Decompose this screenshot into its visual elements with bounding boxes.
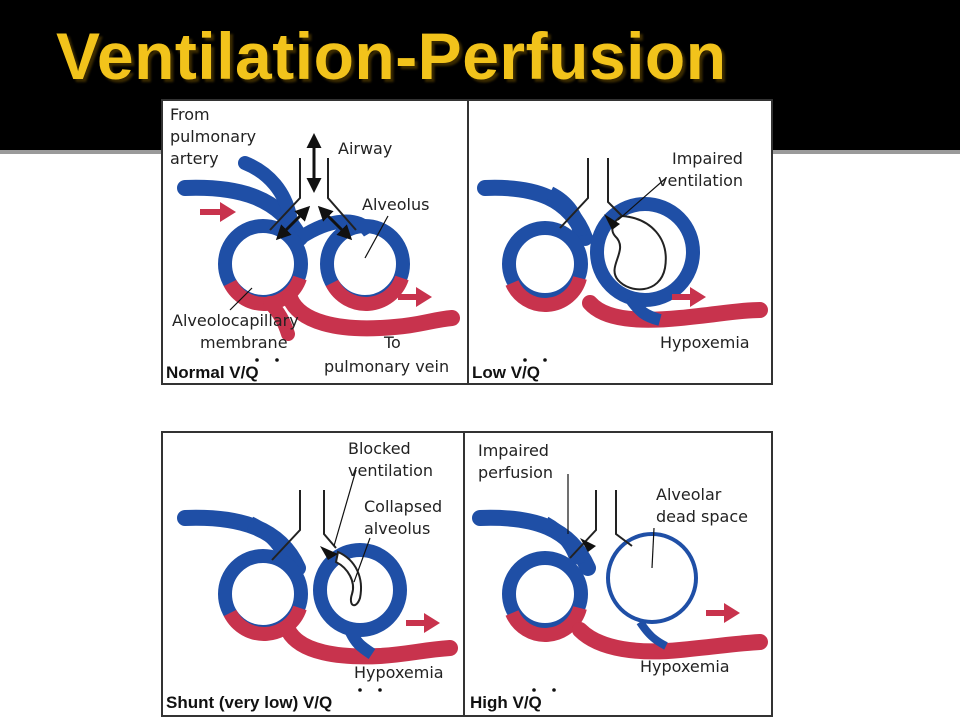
q-dot [552, 688, 556, 692]
deoxygenated-return [625, 294, 662, 326]
label-alveolus: Alveolus [362, 195, 429, 214]
capillary-oxygenated-left [223, 605, 307, 641]
label-dead-2: dead space [656, 507, 748, 526]
airway-walls [559, 158, 623, 229]
v-dot [532, 688, 536, 692]
obstruction-icon [604, 214, 620, 230]
label-collapsed-2: alveolus [364, 519, 430, 538]
vq-diagram: From pulmonary artery Airway Alveolus Al… [161, 99, 773, 717]
capillary-ring-right [590, 197, 700, 307]
label-impaired-2: ventilation [658, 171, 743, 190]
capillary-oxygenated-right [325, 275, 409, 311]
vq-figure: From pulmonary artery Airway Alveolus Al… [160, 98, 780, 720]
blockage-icon [320, 546, 338, 560]
label-hypoxemia: Hypoxemia [354, 663, 444, 682]
label-hypoxemia: Hypoxemia [640, 657, 730, 676]
impaired-leader [617, 177, 667, 221]
q-dot [543, 358, 547, 362]
panel-low: Impaired ventilation Hypoxemia Low V/Q [472, 149, 768, 382]
label-airway: Airway [338, 139, 392, 158]
q-dot [275, 358, 279, 362]
label-perfusion-2: perfusion [478, 463, 553, 482]
label-dead-1: Alveolar [656, 485, 722, 504]
label-from-artery-2: pulmonary [170, 127, 256, 146]
label-perfusion-1: Impaired [478, 441, 549, 460]
caption-high: High V/Q [470, 693, 542, 712]
outflow-arrow [406, 613, 440, 633]
caption-normal: Normal V/Q [166, 363, 259, 382]
caption-shunt: Shunt (very low) V/Q [166, 693, 332, 712]
membrane-leader [229, 287, 253, 311]
airflow-arrow-left [275, 205, 311, 241]
outflow-arrow [672, 287, 706, 307]
label-from-artery-1: From [170, 105, 210, 124]
label-blocked-2: ventilation [348, 461, 433, 480]
label-impaired-1: Impaired [672, 149, 743, 168]
panel-high: Impaired perfusion Alveolar dead space H… [470, 441, 768, 712]
alveolus-leader [364, 215, 389, 259]
outflow-arrow [398, 287, 432, 307]
label-to-vein-2: pulmonary vein [324, 357, 449, 376]
vein-vessel [572, 622, 768, 660]
vein-vessel [582, 295, 768, 328]
label-membrane-1: Alveolocapillary [172, 311, 299, 330]
label-to-vein-1: To [383, 333, 401, 352]
bottom-frame [161, 431, 773, 717]
vein-branch [263, 296, 295, 341]
caption-low: Low V/Q [472, 363, 540, 382]
deoxygenated-return [636, 619, 668, 650]
v-dot [255, 358, 259, 362]
dead-space-leader [651, 527, 655, 569]
collapsed-leader [353, 537, 371, 583]
low-perfusion-ring [606, 532, 698, 624]
slide-title: Ventilation-Perfusion [56, 19, 727, 93]
label-hypoxemia: Hypoxemia [660, 333, 750, 352]
label-blocked-1: Blocked [348, 439, 411, 458]
artery-branch [546, 186, 587, 238]
capillary-oxygenated-left [505, 275, 587, 312]
q-dot [378, 688, 382, 692]
airway-walls [569, 490, 633, 559]
v-dot [523, 358, 527, 362]
capillary-ring-right [313, 543, 407, 637]
label-membrane-2: membrane [200, 333, 288, 352]
blocked-leader [333, 469, 357, 547]
v-dot [358, 688, 362, 692]
airflow-arrow-right [317, 205, 353, 241]
artery-branch [541, 516, 585, 566]
vein-vessel [280, 622, 458, 665]
deoxygenated-return [344, 627, 376, 659]
label-from-artery-3: artery [170, 149, 219, 168]
panel-normal: From pulmonary artery Airway Alveolus Al… [166, 105, 460, 382]
label-collapsed-1: Collapsed [364, 497, 442, 516]
vein-vessel [282, 290, 460, 337]
airway-walls [271, 490, 337, 561]
impaired-alveolus [611, 214, 667, 291]
capillary-oxygenated-left [505, 605, 587, 642]
inflow-arrow [200, 202, 236, 222]
outflow-arrow [706, 603, 740, 623]
blockage-icon [580, 538, 596, 552]
panel-shunt: Blocked ventilation Collapsed alveolus H… [166, 439, 458, 712]
